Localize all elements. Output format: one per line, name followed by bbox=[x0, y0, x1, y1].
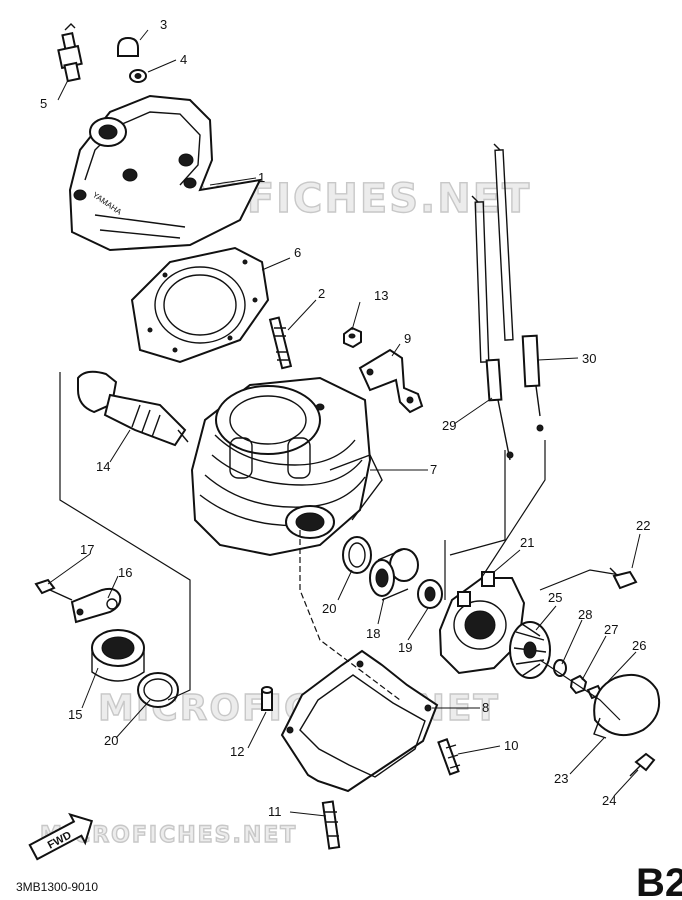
clamp-holder bbox=[70, 587, 122, 624]
callout-25: 25 bbox=[548, 590, 562, 605]
callout-28: 28 bbox=[578, 607, 592, 622]
flange-nut bbox=[343, 326, 362, 349]
spark-plug bbox=[57, 23, 83, 83]
callout-12: 12 bbox=[230, 744, 244, 759]
callout-14: 14 bbox=[96, 459, 110, 474]
callout-20-center: 20 bbox=[322, 601, 336, 616]
pump-housing bbox=[438, 571, 526, 675]
callout-1: 1 bbox=[258, 170, 265, 185]
pump-nut bbox=[569, 674, 588, 695]
callout-16: 16 bbox=[118, 565, 132, 580]
footer-code: 3MB1300-9010 bbox=[16, 880, 98, 894]
callout-5: 5 bbox=[40, 96, 47, 111]
washer bbox=[129, 69, 147, 83]
cylinder bbox=[190, 376, 383, 557]
callout-21: 21 bbox=[520, 535, 534, 550]
callout-26: 26 bbox=[632, 638, 646, 653]
callout-22: 22 bbox=[636, 518, 650, 533]
callout-29: 29 bbox=[442, 418, 456, 433]
callout-17: 17 bbox=[80, 542, 94, 557]
callout-30: 30 bbox=[582, 351, 596, 366]
callout-20-left: 20 bbox=[104, 733, 118, 748]
leader-lines bbox=[47, 29, 641, 817]
exhaust-valve bbox=[77, 370, 189, 447]
callout-3: 3 bbox=[160, 17, 167, 32]
pump-cover bbox=[593, 674, 661, 739]
callout-24: 24 bbox=[602, 793, 616, 808]
stud-11 bbox=[321, 800, 341, 850]
callout-8: 8 bbox=[482, 700, 489, 715]
oil-seal bbox=[417, 579, 443, 609]
dowel-pin bbox=[261, 686, 273, 711]
callout-10: 10 bbox=[504, 738, 518, 753]
assembly-guides bbox=[59, 372, 621, 721]
callout-18: 18 bbox=[366, 626, 380, 641]
callout-4: 4 bbox=[180, 52, 187, 67]
cap-nut bbox=[117, 36, 139, 57]
collar bbox=[369, 548, 419, 601]
bolt-24 bbox=[629, 752, 656, 777]
callout-9: 9 bbox=[404, 331, 411, 346]
cable-bracket bbox=[358, 348, 424, 414]
cable-29 bbox=[471, 195, 514, 461]
base-gasket bbox=[280, 649, 439, 793]
callouts: 3 4 5 1 6 2 13 9 30 29 7 14 22 21 17 16 … bbox=[40, 17, 650, 819]
callout-23: 23 bbox=[554, 771, 568, 786]
bolt-22 bbox=[609, 567, 638, 590]
impeller bbox=[509, 621, 551, 679]
cable-30 bbox=[493, 143, 544, 432]
stud-bolt bbox=[268, 316, 293, 370]
callout-7: 7 bbox=[430, 462, 437, 477]
exhaust-joint bbox=[91, 629, 145, 682]
o-ring-center bbox=[342, 536, 372, 574]
page-code: B2 bbox=[636, 861, 682, 900]
callout-27: 27 bbox=[604, 622, 618, 637]
callout-6: 6 bbox=[294, 245, 301, 260]
head-gasket bbox=[130, 246, 270, 364]
stud-10 bbox=[437, 738, 461, 776]
callout-15: 15 bbox=[68, 707, 82, 722]
holder-bolt bbox=[34, 578, 73, 601]
callout-2: 2 bbox=[318, 286, 325, 301]
callout-13: 13 bbox=[374, 288, 388, 303]
cylinder-head: YAMAHA bbox=[68, 94, 262, 252]
callout-11: 11 bbox=[268, 804, 282, 819]
callout-19: 19 bbox=[398, 640, 412, 655]
o-ring-left bbox=[137, 672, 179, 708]
